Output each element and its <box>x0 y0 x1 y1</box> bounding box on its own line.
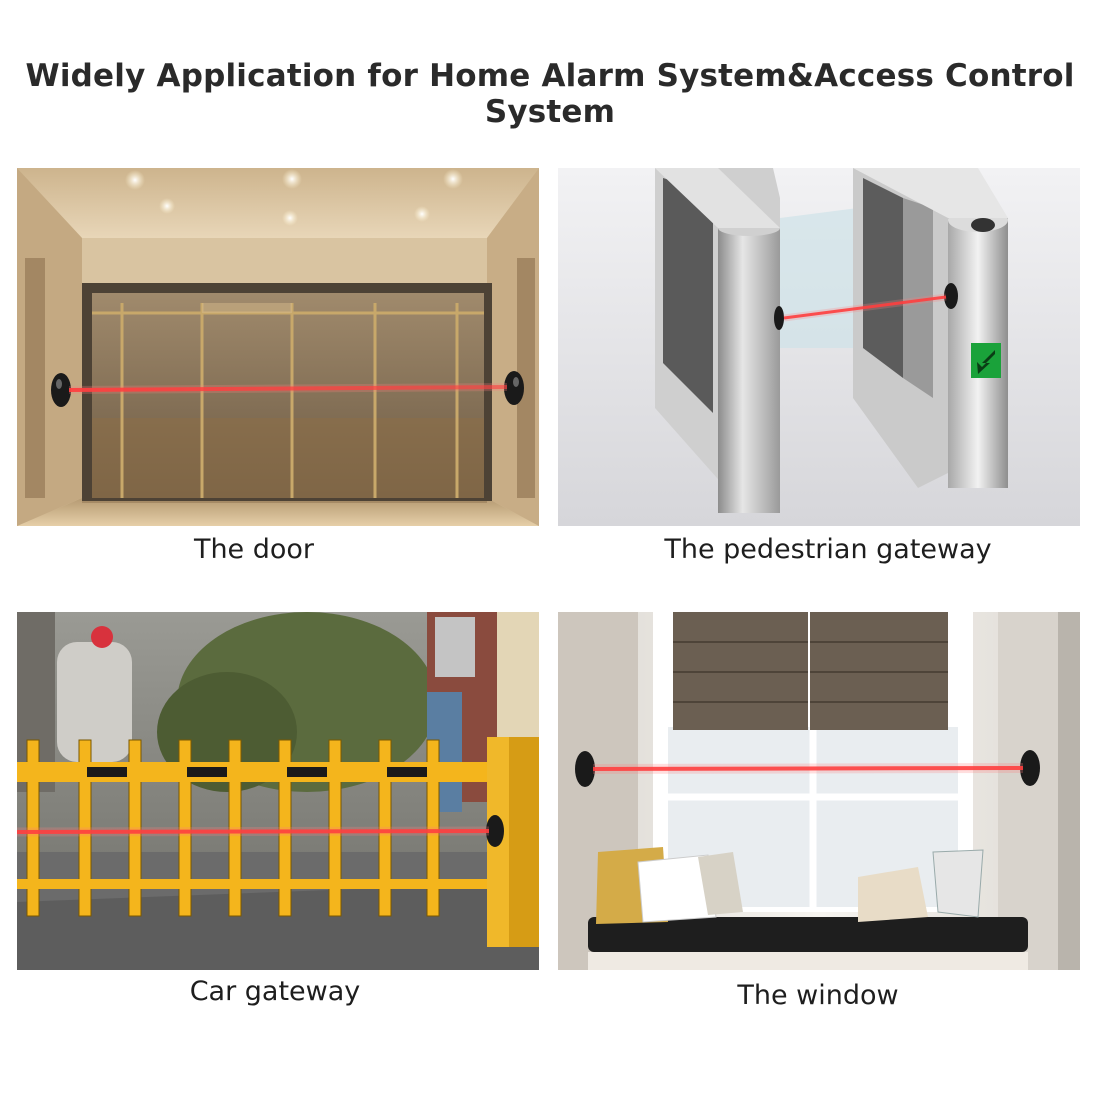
door-scene-image <box>17 168 539 526</box>
door-caption: The door <box>193 534 315 565</box>
car-gateway-caption: Car gateway <box>189 976 361 1007</box>
page-title: Widely Application for Home Alarm System… <box>25 58 1075 130</box>
pedestrian-gateway-scene-image <box>558 168 1080 526</box>
window-caption: The window <box>737 980 899 1011</box>
pedestrian-gateway-caption: The pedestrian gateway <box>664 534 992 565</box>
car-gateway-scene-image <box>17 612 539 970</box>
window-scene-image <box>558 612 1080 970</box>
